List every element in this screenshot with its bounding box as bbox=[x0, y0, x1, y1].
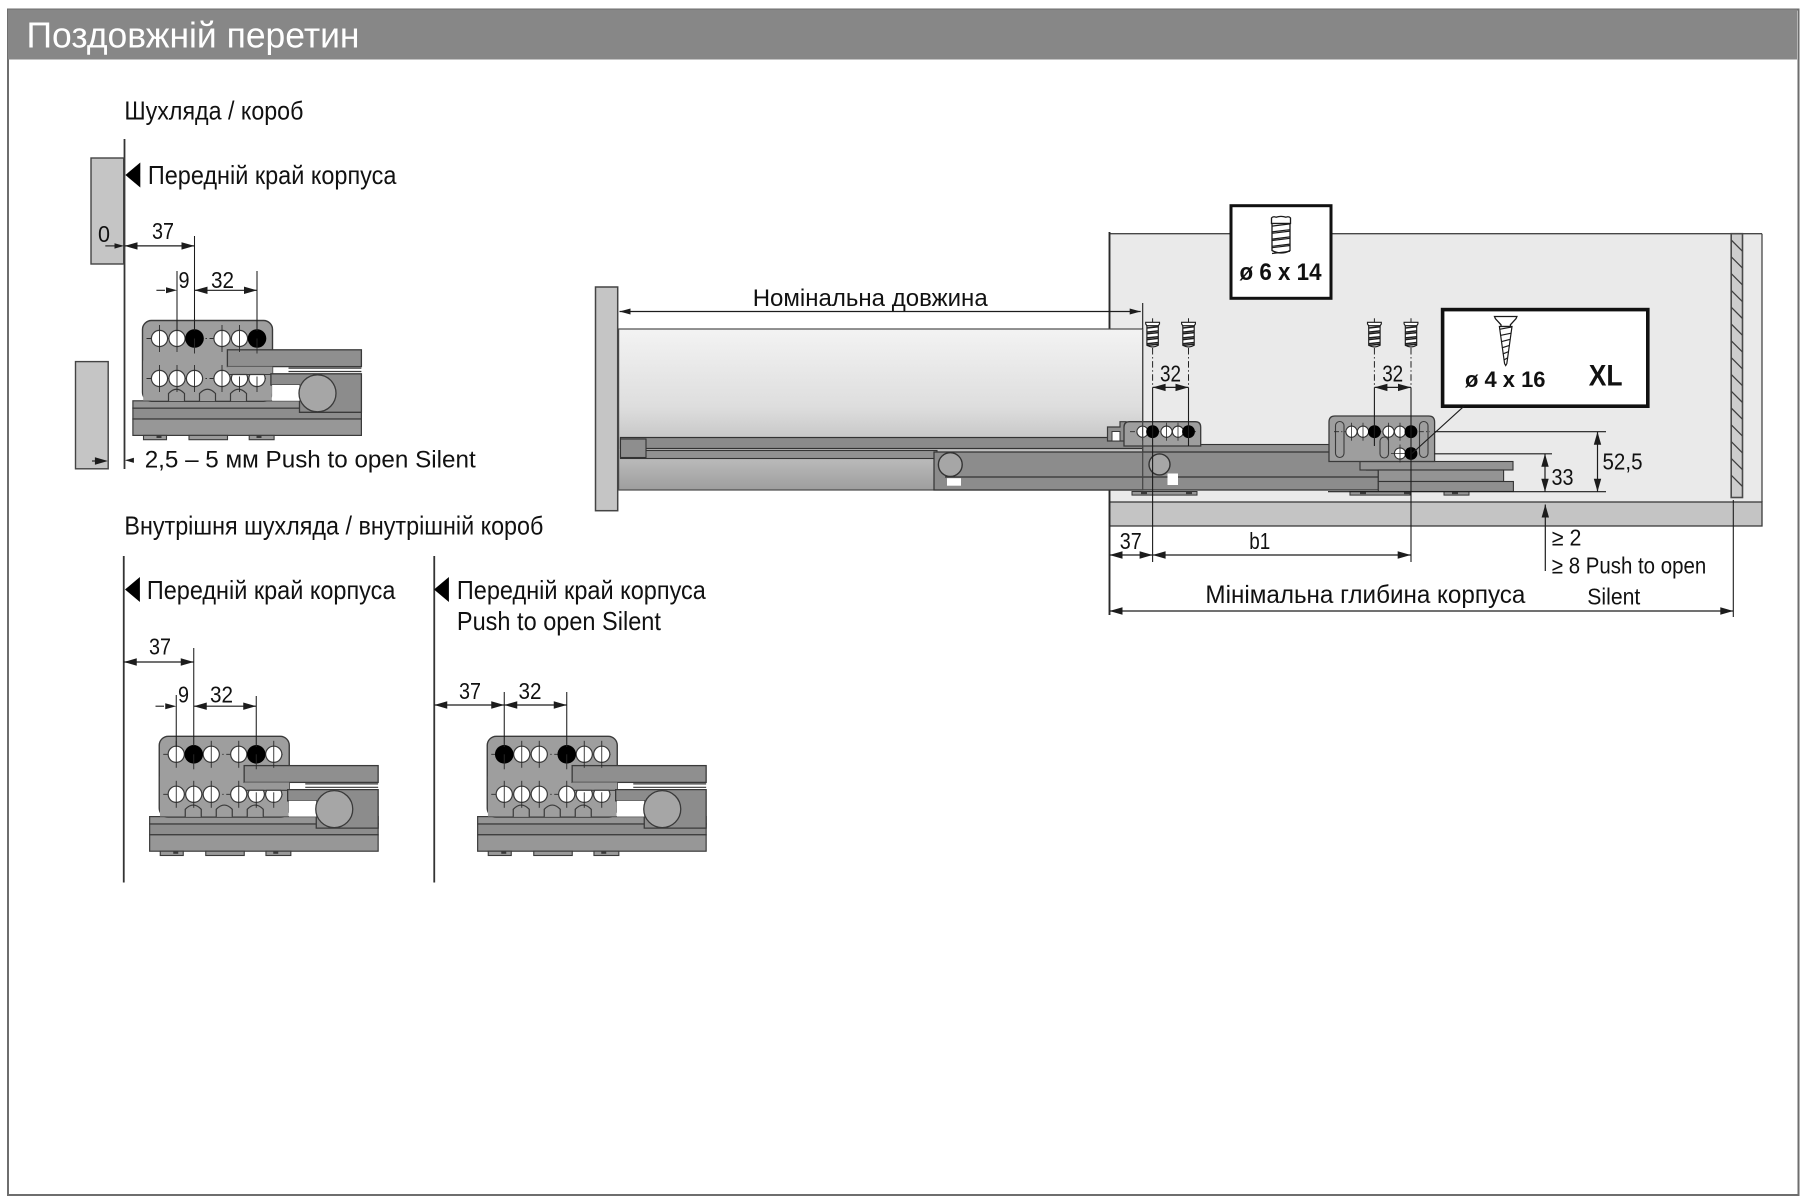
svg-text:33: 33 bbox=[1552, 464, 1574, 490]
svg-text:ø 6 x 14: ø 6 x 14 bbox=[1240, 259, 1322, 286]
svg-text:Поздовжній перетин: Поздовжній перетин bbox=[27, 15, 360, 56]
svg-text:Передній край корпуса: Передній край корпуса bbox=[457, 575, 706, 605]
svg-text:32: 32 bbox=[519, 678, 542, 704]
svg-text:37: 37 bbox=[152, 218, 174, 244]
svg-text:9: 9 bbox=[179, 267, 190, 293]
svg-text:37: 37 bbox=[1120, 528, 1142, 554]
svg-text:b1: b1 bbox=[1249, 528, 1270, 554]
svg-text:Push to open Silent: Push to open Silent bbox=[457, 606, 662, 636]
svg-text:Передній край корпуса: Передній край корпуса bbox=[147, 575, 396, 605]
svg-text:≥ 2: ≥ 2 bbox=[1552, 525, 1582, 551]
svg-text:52,5: 52,5 bbox=[1603, 449, 1643, 475]
svg-text:Silent: Silent bbox=[1587, 583, 1641, 609]
svg-text:9: 9 bbox=[178, 681, 189, 707]
svg-text:≥ 8 Push to open: ≥ 8 Push to open bbox=[1552, 553, 1706, 579]
svg-text:0: 0 bbox=[98, 221, 110, 247]
svg-text:Передній край корпуса: Передній край корпуса bbox=[148, 160, 397, 190]
svg-text:37: 37 bbox=[459, 678, 481, 704]
svg-text:32: 32 bbox=[1160, 361, 1181, 387]
svg-text:Шухляда / короб: Шухляда / короб bbox=[124, 96, 303, 126]
svg-text:2,5 – 5 мм Push to open Silent: 2,5 – 5 мм Push to open Silent bbox=[145, 447, 476, 474]
svg-text:Мінімальна глибина корпуса: Мінімальна глибина корпуса bbox=[1205, 581, 1525, 609]
svg-text:Номінальна довжина: Номінальна довжина bbox=[753, 285, 988, 312]
svg-text:37: 37 bbox=[149, 634, 171, 660]
svg-text:32: 32 bbox=[211, 267, 234, 293]
svg-text:XL: XL bbox=[1589, 360, 1623, 393]
svg-text:32: 32 bbox=[210, 681, 233, 707]
svg-text:ø 4 x 16: ø 4 x 16 bbox=[1465, 367, 1546, 392]
svg-text:32: 32 bbox=[1382, 361, 1403, 387]
svg-text:Внутрішня шухляда / внутрішній: Внутрішня шухляда / внутрішній короб bbox=[124, 511, 543, 541]
